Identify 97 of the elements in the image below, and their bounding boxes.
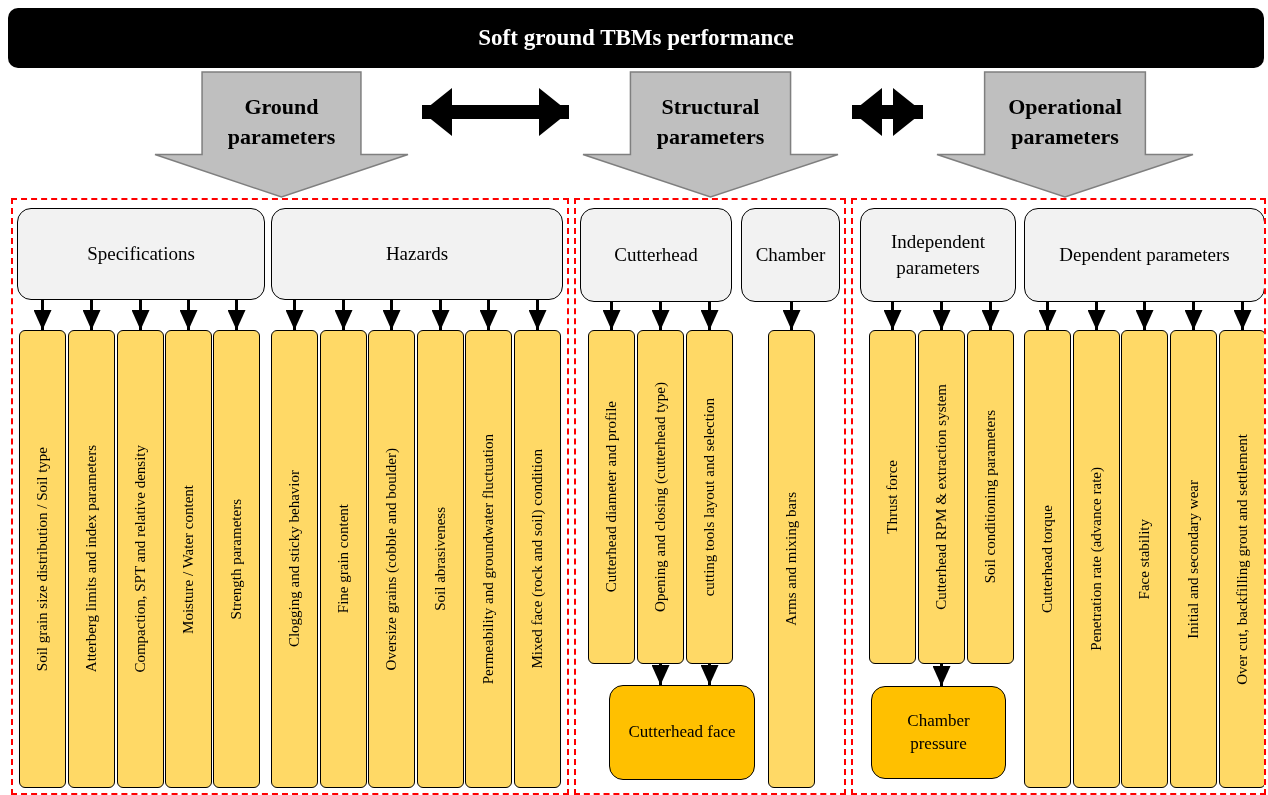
result-label: Chamber pressure bbox=[906, 709, 971, 755]
parameter-label: Permeability and groundwater fluctuation bbox=[480, 433, 497, 685]
parameter-bar bbox=[1170, 330, 1217, 788]
parameter-label: Oversize grains (cobble and boulder) bbox=[383, 447, 400, 671]
category-box bbox=[741, 208, 840, 302]
parameter-label: Fine grain content bbox=[335, 504, 352, 614]
parameter-label: Initial and secondary wear bbox=[1185, 479, 1202, 639]
parameter-bar bbox=[918, 330, 965, 664]
arrow bbox=[651, 664, 670, 685]
arrow bbox=[1184, 302, 1203, 330]
parameter-label: Strength parameters bbox=[228, 498, 245, 620]
dashed-group-frame bbox=[851, 198, 1266, 795]
parameter-bar bbox=[465, 330, 512, 788]
parameter-label: Soil abrasiveness bbox=[432, 507, 449, 611]
arrow bbox=[981, 302, 1000, 330]
category-label: Specifications bbox=[87, 242, 195, 267]
parameter-bar bbox=[637, 330, 684, 664]
parameter-bar bbox=[19, 330, 66, 788]
parameter-label: Clogging and sticky behavior bbox=[286, 470, 303, 648]
dashed-group-frame bbox=[11, 198, 569, 795]
parameter-label: Mixed face (rock and soil) condition bbox=[529, 449, 546, 669]
parameter-label: Soil conditioning parameters bbox=[982, 410, 999, 584]
arrow bbox=[1233, 302, 1252, 330]
category-box bbox=[860, 208, 1016, 302]
parameter-bar bbox=[1219, 330, 1264, 788]
parameter-bar bbox=[213, 330, 260, 788]
parameter-label: Cutterhead RPM & extraction system bbox=[933, 384, 950, 610]
arrow bbox=[382, 300, 401, 330]
category-box bbox=[17, 208, 265, 300]
parameter-bar bbox=[368, 330, 415, 788]
parameter-bar bbox=[967, 330, 1014, 664]
category-box bbox=[580, 208, 732, 302]
arrow bbox=[285, 300, 304, 330]
arrow bbox=[932, 664, 951, 686]
category-label: Independent parameters bbox=[890, 230, 986, 280]
arrow bbox=[883, 302, 902, 330]
parameter-bar bbox=[117, 330, 164, 788]
parameter-bar bbox=[165, 330, 212, 788]
category-label: Chamber bbox=[755, 243, 826, 268]
double-headed-arrow bbox=[422, 88, 569, 136]
arrow bbox=[431, 300, 450, 330]
arrow bbox=[932, 302, 951, 330]
parameter-label: cutting tools layout and selection bbox=[701, 397, 718, 597]
parameter-bar bbox=[1073, 330, 1120, 788]
result-box bbox=[871, 686, 1006, 779]
parameter-bar bbox=[271, 330, 318, 788]
arrow bbox=[700, 302, 719, 330]
arrow bbox=[528, 300, 547, 330]
parameter-label: Over cut, backfilling grout and settlement bbox=[1234, 433, 1251, 685]
parameter-label: Moisture / Water content bbox=[180, 484, 197, 634]
result-box bbox=[609, 685, 755, 780]
parameter-label: Arms and mixing bars bbox=[783, 492, 800, 626]
group-heading: Ground parameters bbox=[226, 93, 337, 151]
parameter-label: Face stability bbox=[1136, 518, 1153, 600]
parameter-bar bbox=[417, 330, 464, 788]
category-label: Hazards bbox=[385, 242, 449, 267]
parameter-bar bbox=[869, 330, 916, 664]
category-label: Dependent parameters bbox=[1059, 243, 1230, 268]
double-headed-arrow bbox=[852, 88, 923, 136]
group-heading: Operational parameters bbox=[1007, 93, 1123, 151]
arrow bbox=[782, 302, 801, 330]
parameter-bar bbox=[686, 330, 733, 664]
arrow bbox=[1087, 302, 1106, 330]
arrow bbox=[602, 302, 621, 330]
arrow bbox=[700, 664, 719, 685]
arrow bbox=[179, 300, 198, 330]
result-label: Cutterhead face bbox=[628, 721, 736, 744]
parameter-label: Soil grain size distribution / Soil type bbox=[34, 446, 51, 672]
arrow bbox=[131, 300, 150, 330]
parameter-bar bbox=[588, 330, 635, 664]
category-box bbox=[1024, 208, 1264, 302]
dashed-group-frame bbox=[574, 198, 846, 795]
arrow bbox=[1038, 302, 1057, 330]
arrow bbox=[1135, 302, 1154, 330]
parameter-bar bbox=[514, 330, 561, 788]
arrow bbox=[33, 300, 52, 330]
parameter-bar bbox=[1024, 330, 1071, 788]
group-heading: Structural parameters bbox=[655, 93, 766, 151]
title: Soft ground TBMs performance bbox=[478, 25, 794, 51]
parameter-label: Cutterhead diameter and profile bbox=[603, 401, 620, 593]
parameter-label: Atterberg limits and index parameters bbox=[83, 445, 100, 673]
parameter-label: Compaction, SPT and relative density bbox=[132, 445, 149, 673]
parameter-label: Cutterhead torque bbox=[1039, 505, 1056, 613]
arrow bbox=[651, 302, 670, 330]
parameter-label: Opening and closing (cutterhead type) bbox=[652, 382, 669, 612]
parameter-bar bbox=[1121, 330, 1168, 788]
category-label: Cutterhead bbox=[614, 243, 698, 268]
parameter-bar bbox=[768, 330, 815, 788]
arrow bbox=[479, 300, 498, 330]
arrow bbox=[82, 300, 101, 330]
arrow bbox=[334, 300, 353, 330]
parameter-label: Thrust force bbox=[884, 460, 901, 534]
category-box bbox=[271, 208, 563, 300]
parameter-bar bbox=[68, 330, 115, 788]
parameter-label: Penetration rate (advance rate) bbox=[1088, 467, 1105, 651]
parameter-bar bbox=[320, 330, 367, 788]
arrow bbox=[227, 300, 246, 330]
